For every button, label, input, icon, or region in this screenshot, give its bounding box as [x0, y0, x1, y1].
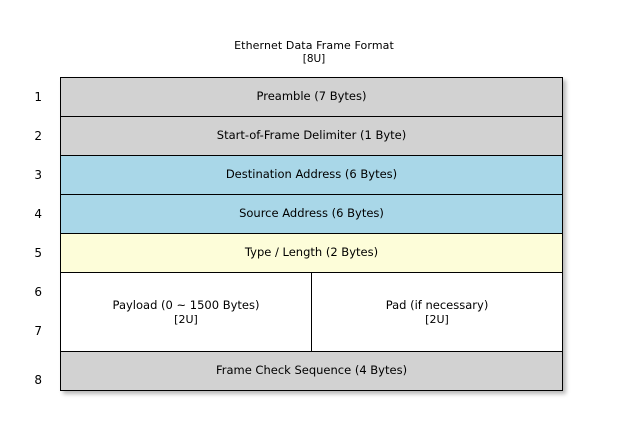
title-note: [8U] — [302, 52, 326, 65]
table-row: Frame Check Sequence (4 Bytes) — [60, 351, 563, 391]
field-type-length: Type / Length (2 Bytes) — [60, 233, 563, 273]
field-payload-label: Payload (0 ~ 1500 Bytes) — [112, 297, 260, 312]
field-pad: Pad (if necessary) [2U] — [311, 272, 563, 352]
frame-table: Preamble (7 Bytes) Start-of-Frame Delimi… — [60, 77, 563, 391]
row-number-2: 2 — [34, 129, 42, 143]
field-destination-address: Destination Address (6 Bytes) — [60, 155, 563, 195]
row-number-1: 1 — [34, 90, 42, 104]
field-source-address-label: Source Address (6 Bytes) — [239, 206, 384, 221]
field-destination-address-label: Destination Address (6 Bytes) — [225, 167, 398, 182]
field-pad-note: [2U] — [425, 313, 449, 327]
row-number-3: 3 — [34, 168, 42, 182]
table-row: Type / Length (2 Bytes) — [60, 233, 563, 273]
row-number-5: 5 — [34, 246, 42, 260]
row-number-6: 6 — [34, 285, 42, 299]
table-row: Payload (0 ~ 1500 Bytes) [2U] Pad (if ne… — [60, 272, 563, 352]
diagram-title-block: Ethernet Data Frame Format [8U] — [0, 39, 628, 65]
table-row: Start-of-Frame Delimiter (1 Byte) — [60, 116, 563, 156]
table-row: Source Address (6 Bytes) — [60, 194, 563, 234]
field-type-length-label: Type / Length (2 Bytes) — [244, 245, 379, 260]
table-row: Preamble (7 Bytes) — [60, 77, 563, 117]
field-source-address: Source Address (6 Bytes) — [60, 194, 563, 234]
ethernet-frame-diagram: Preamble (7 Bytes) Start-of-Frame Delimi… — [60, 77, 563, 391]
field-frame-check-sequence-label: Frame Check Sequence (4 Bytes) — [215, 363, 408, 378]
table-row: Destination Address (6 Bytes) — [60, 155, 563, 195]
field-payload: Payload (0 ~ 1500 Bytes) [2U] — [60, 272, 312, 352]
page-title: Ethernet Data Frame Format — [234, 39, 394, 52]
field-start-of-frame-delimiter: Start-of-Frame Delimiter (1 Byte) — [60, 116, 563, 156]
field-start-of-frame-delimiter-label: Start-of-Frame Delimiter (1 Byte) — [216, 128, 407, 143]
field-frame-check-sequence: Frame Check Sequence (4 Bytes) — [60, 351, 563, 391]
row-number-4: 4 — [34, 207, 42, 221]
row-number-8: 8 — [34, 373, 42, 387]
field-preamble: Preamble (7 Bytes) — [60, 77, 563, 117]
field-preamble-label: Preamble (7 Bytes) — [256, 89, 367, 104]
field-payload-note: [2U] — [174, 313, 198, 327]
row-number-7: 7 — [34, 324, 42, 338]
field-pad-label: Pad (if necessary) — [385, 297, 489, 312]
